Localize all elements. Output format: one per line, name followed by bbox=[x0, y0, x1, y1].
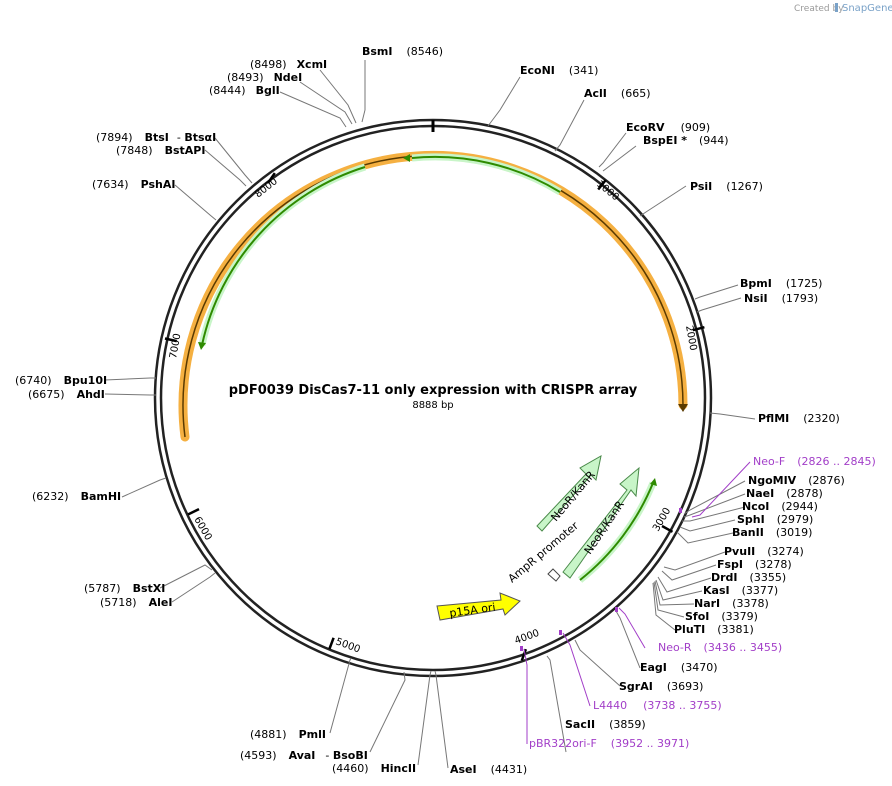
orf-right-outline bbox=[577, 481, 657, 583]
site-label: KasI(3377) bbox=[703, 584, 778, 597]
tick-label-4000: 4000 bbox=[513, 628, 541, 647]
orf-top bbox=[411, 155, 561, 193]
site-leader-lines bbox=[104, 60, 756, 769]
tick-label-2000: 2000 bbox=[683, 325, 698, 352]
site-label: PvuII(3274) bbox=[724, 545, 804, 558]
site-label: NaeI(2878) bbox=[746, 487, 823, 500]
site-label: AseI(4431) bbox=[450, 763, 527, 776]
site-label: BsmI(8546) bbox=[362, 45, 443, 58]
site-label: EagI(3470) bbox=[640, 661, 717, 674]
site-label: BpmI(1725) bbox=[740, 277, 822, 290]
site-label: NcoI(2944) bbox=[742, 500, 818, 513]
site-label: FspI(3278) bbox=[717, 558, 792, 571]
tick-marks bbox=[164, 172, 705, 661]
feature-p15a-ori-label: p15A ori bbox=[449, 601, 497, 620]
backbone-inner bbox=[159, 124, 707, 672]
site-label: DrdI(3355) bbox=[711, 571, 786, 584]
primer-markers bbox=[520, 508, 682, 651]
site-label: (5718)AleI bbox=[100, 596, 172, 609]
plasmid-title: pDF0039 DisCas7-11 only expression with … bbox=[229, 383, 638, 398]
site-label: NgoMIV(2876) bbox=[748, 474, 845, 487]
tick-label-7000: 7000 bbox=[168, 333, 183, 360]
site-label: (8444)BglI bbox=[209, 84, 280, 97]
site-label: SfoI(3379) bbox=[685, 610, 758, 623]
site-label: SacII(3859) bbox=[565, 718, 646, 731]
site-label: (7894)BtsI- BtsαI bbox=[96, 131, 216, 144]
plasmid-size: 8888 bp bbox=[412, 400, 453, 411]
site-label: (5787)BstXI bbox=[84, 582, 165, 595]
site-label: (6675)AhdI bbox=[28, 388, 105, 401]
orf-left-arrowhead bbox=[198, 342, 206, 350]
site-label: AclI(665) bbox=[584, 87, 651, 100]
feature-neor-1-label: NeoR/KanR bbox=[548, 468, 598, 524]
site-label: (4593)AvaI- BsoBI bbox=[240, 749, 368, 762]
primer-leader-lines bbox=[523, 461, 751, 744]
site-label: BanII(3019) bbox=[732, 526, 812, 539]
site-label: BspEI *(944) bbox=[643, 134, 729, 147]
site-label: SphI(2979) bbox=[737, 513, 813, 526]
primer-label: pBR322ori-F(3952 .. 3971) bbox=[529, 737, 689, 750]
orf-left bbox=[201, 166, 366, 346]
orf-arrowhead bbox=[678, 404, 688, 412]
credit-brand: SnapGene bbox=[842, 3, 892, 14]
site-label: (7848)BstAPI bbox=[116, 144, 205, 157]
credit-prefix: Created by bbox=[794, 4, 844, 14]
site-label: (4460)HincII bbox=[332, 762, 416, 775]
primer-label: Neo-F(2826 .. 2845) bbox=[753, 455, 876, 468]
site-label: PluTI(3381) bbox=[674, 623, 754, 636]
primer-label: L4440(3738 .. 3755) bbox=[593, 699, 722, 712]
orf-right-arrowhead bbox=[650, 478, 657, 486]
site-label: (8493)NdeI bbox=[227, 71, 302, 84]
primer-label: Neo-R(3436 .. 3455) bbox=[658, 641, 782, 654]
orf-right bbox=[579, 482, 654, 581]
tick-label-8000: 8000 bbox=[253, 176, 280, 200]
site-label: PflMI(2320) bbox=[758, 412, 840, 425]
site-label: SgrAI(3693) bbox=[619, 680, 703, 693]
site-label: PsiI(1267) bbox=[690, 180, 763, 193]
site-label: EcoRV(909) bbox=[626, 121, 710, 134]
feature-neor-2-label: NeoR/KanR bbox=[582, 498, 627, 557]
site-label: NarI(3378) bbox=[694, 597, 769, 610]
orf-top-arrowhead bbox=[403, 154, 410, 162]
site-label: (8498)XcmI bbox=[250, 58, 327, 71]
site-label: (6740)Bpu10I bbox=[15, 374, 107, 387]
feature-p15a-ori: p15A ori bbox=[436, 592, 521, 621]
site-label: (6232)BamHI bbox=[32, 490, 121, 503]
site-label: NsiI(1793) bbox=[744, 292, 818, 305]
orf-left-outline bbox=[198, 163, 367, 346]
feature-neor-1: NeoR/KanR bbox=[536, 455, 602, 532]
snapgene-logo-icon bbox=[835, 3, 838, 12]
backbone-outer bbox=[153, 118, 713, 678]
site-label: (4881)PmlI bbox=[250, 728, 326, 741]
site-label: EcoNI(341) bbox=[520, 64, 598, 77]
site-label: (7634)PshAI bbox=[92, 178, 175, 191]
